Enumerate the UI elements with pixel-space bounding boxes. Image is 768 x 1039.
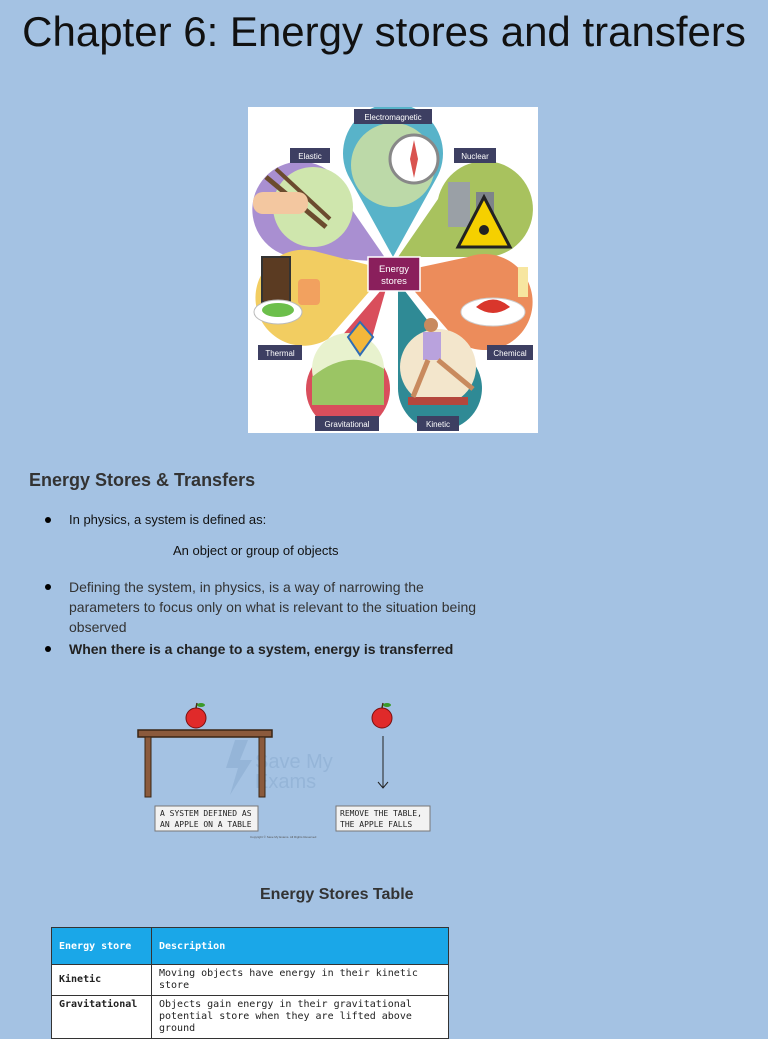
kite-icon — [346, 320, 375, 357]
right-caption-line-2: THE APPLE FALLS — [340, 820, 412, 829]
svg-text:Exams: Exams — [255, 771, 316, 793]
svg-text:Energy: Energy — [379, 264, 409, 275]
table-title: Energy Stores Table — [260, 886, 414, 903]
store-name-cell: Kinetic — [51, 964, 152, 996]
column-header-store: Energy store — [51, 927, 152, 965]
down-arrow-icon — [377, 736, 389, 789]
runner-icon — [424, 318, 438, 332]
label-kinetic: Kinetic — [426, 420, 450, 429]
energy-stores-table: Energy store Description Kinetic Moving … — [51, 927, 449, 1039]
left-caption-line-2: AN APPLE ON A TABLE — [160, 820, 252, 829]
energy-stores-center: Energy stores — [367, 256, 421, 292]
table-header-row: Energy store Description — [51, 927, 449, 965]
label-gravitational: Gravitational — [325, 420, 370, 429]
apple-icon — [185, 702, 207, 729]
svg-text:stores: stores — [381, 276, 407, 287]
column-header-description: Description — [151, 927, 449, 965]
watermark-logo: Save My Exams — [226, 740, 333, 795]
label-chemical: Chemical — [493, 349, 527, 358]
petal-nuclear — [398, 161, 533, 257]
label-nuclear: Nuclear — [461, 152, 489, 161]
energy-stores-infographic: Energy stores Electromagnetic Elastic Nu… — [248, 107, 538, 433]
copyright-text: Copyright © Save My Exams. All Rights Re… — [250, 835, 317, 839]
svg-text:Save My: Save My — [255, 751, 333, 773]
table-row: Kinetic Moving objects have energy in th… — [51, 964, 449, 996]
petal-gravitational — [306, 282, 390, 431]
petal-thermal — [253, 249, 388, 346]
store-name-cell: Gravitational — [51, 995, 152, 1039]
section-heading: Energy Stores & Transfers — [29, 470, 256, 490]
petal-electromagnetic — [343, 107, 443, 257]
apple-system-diagram: Save My Exams A SYSTEM DEFINED AS — [130, 700, 450, 845]
store-description-cell: Moving objects have energy in their kine… — [151, 964, 449, 996]
label-thermal: Thermal — [265, 349, 295, 358]
lobster-icon — [476, 299, 510, 313]
energy-stores-wheel: Energy stores Electromagnetic Elastic Nu… — [252, 107, 533, 431]
falling-apple-icon — [371, 702, 393, 729]
petal-chemical — [398, 254, 533, 351]
petal-kinetic — [397, 282, 482, 431]
system-definition-text: An object or group of objects — [173, 543, 339, 558]
bullet-icon — [45, 584, 51, 590]
label-elastic: Elastic — [298, 152, 322, 161]
page-title: Chapter 6: Energy stores and transfers — [22, 8, 746, 55]
bullet-icon — [45, 517, 51, 523]
table-row: Gravitational Objects gain energy in the… — [51, 995, 449, 1039]
teapot-icon — [261, 256, 291, 303]
store-description-cell: Objects gain energy in their gravitation… — [151, 995, 449, 1039]
left-caption-line-1: A SYSTEM DEFINED AS — [160, 809, 252, 818]
bullet-icon — [45, 646, 51, 652]
radiation-warning-icon — [455, 193, 513, 249]
table-illustration — [137, 729, 273, 798]
petal-elastic — [252, 161, 388, 262]
label-electromagnetic: Electromagnetic — [364, 113, 421, 122]
right-caption-line-1: REMOVE THE TABLE, — [340, 809, 422, 818]
